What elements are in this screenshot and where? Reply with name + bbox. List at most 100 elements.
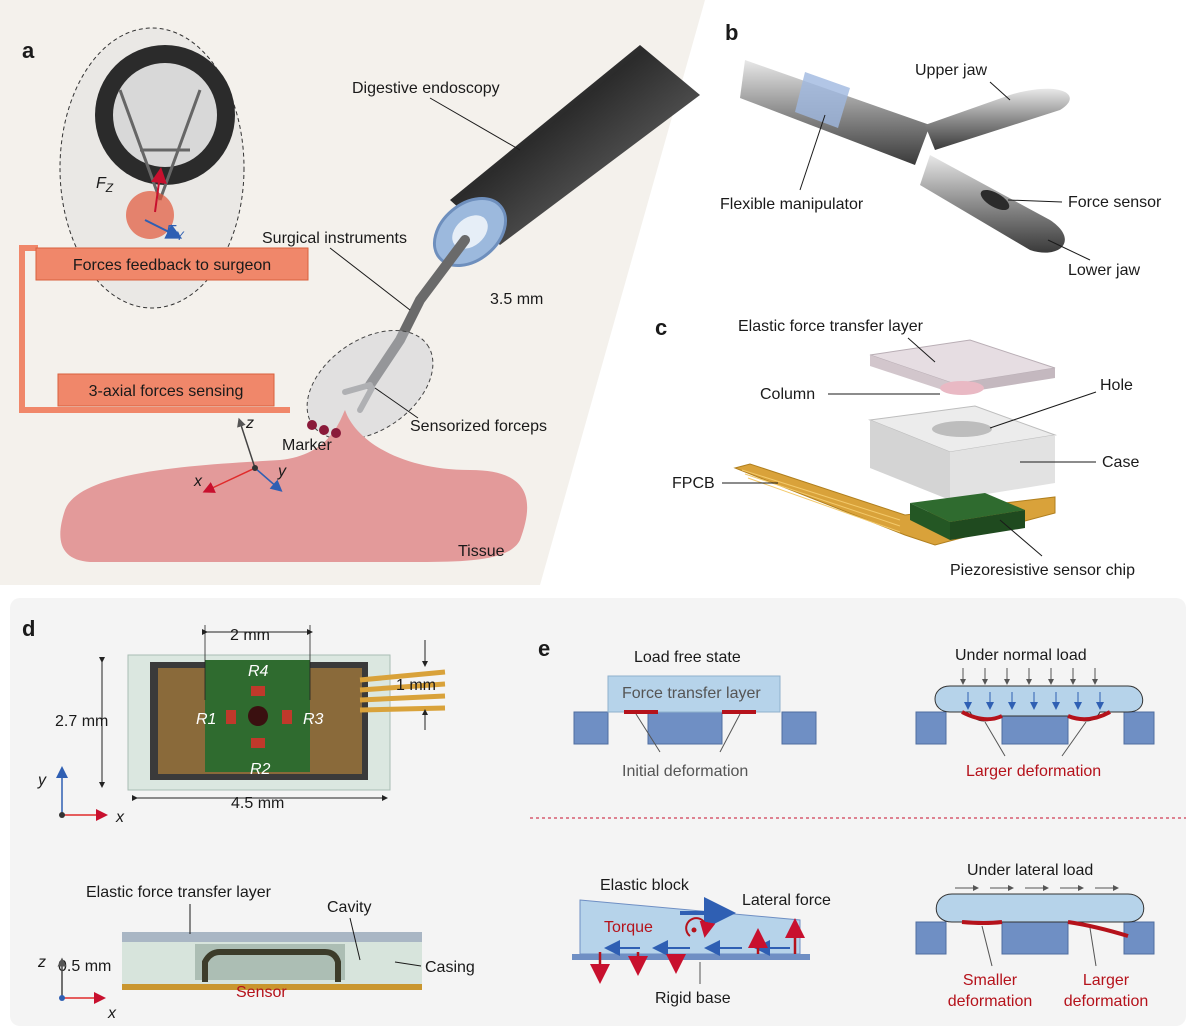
r4-label: R4 [248, 663, 269, 680]
hole-shape [932, 421, 992, 437]
lateral-load-layer [935, 893, 1145, 923]
z-axis-label: z [245, 415, 254, 432]
normal-load-center-block [1001, 711, 1069, 745]
load-free-center-block [647, 711, 723, 745]
surgical-instruments-leader [329, 247, 411, 311]
digestive-endoscopy-label: Digestive endoscopy [352, 80, 500, 97]
fy-label: FY [166, 223, 185, 243]
torque-arrow [685, 917, 716, 938]
d-x-axis-label: x [115, 809, 125, 826]
larger-deformation-label: Larger deformation [966, 763, 1101, 780]
hole-label: Hole [1100, 377, 1133, 394]
axis-origin [252, 465, 258, 471]
panel-d-letter: d [22, 616, 35, 641]
cross-section-bond-wires [202, 949, 341, 982]
force-transfer-layer-shape [607, 675, 781, 713]
force-transfer-layer-label: Force transfer layer [622, 685, 761, 702]
panel-b: b Upper jaw Flexible manipulator Force s… [720, 20, 1162, 279]
force-sensor-label: Force sensor [1068, 194, 1162, 211]
chip-label: Piezoresistive sensor chip [950, 562, 1135, 579]
forces-sensing-box [57, 373, 275, 407]
forces-sensing-label: 3-axial forces sensing [89, 383, 244, 400]
normal-load-blue-arrows [964, 692, 1104, 710]
smaller-deformation-leader [981, 925, 993, 967]
lateral-force-label: Lateral force [742, 892, 831, 909]
d-y-axis-label: y [37, 772, 47, 789]
case-front [950, 435, 1055, 500]
marker-label: Marker [282, 437, 332, 454]
forces-feedback-box [35, 247, 309, 281]
forceps-jaws [342, 382, 375, 413]
sensor-chip-center [248, 706, 268, 726]
larger-deformation-strips [961, 710, 1111, 722]
fz-arrow [151, 167, 167, 213]
panel-c-letter: c [655, 315, 667, 340]
elastic-block-label: Elastic block [600, 877, 690, 894]
hole-leader [989, 391, 1097, 429]
larger-deformation-leader-right [1061, 721, 1087, 757]
lower-jaw-label: Lower jaw [1068, 262, 1140, 279]
lead-traces [359, 669, 446, 713]
lateral-load-center-block [1001, 921, 1069, 955]
panel-d: d R4 R1 R3 R2 2 mm 2.7 mm 4.5 mm 1 mm y … [22, 616, 475, 1022]
piezoresistor-r4 [251, 686, 265, 696]
cross-section-elastic-layer [122, 932, 422, 942]
flexible-manipulator-leader [799, 114, 826, 191]
elastic-layer-leader [907, 337, 936, 363]
sensor-label: Sensor [236, 984, 287, 1001]
x-axis [202, 467, 256, 493]
marker-dot [319, 425, 329, 435]
upper-jaw-shape [925, 88, 1070, 150]
y-axis-label: y [277, 463, 287, 480]
panel-e: e Load free state Force transfer layer I… [530, 636, 1186, 1010]
normal-load-right-block [1123, 711, 1155, 745]
sensor-chip-side [910, 503, 950, 540]
normal-reaction-arrows [590, 918, 805, 984]
chip-leader [999, 519, 1043, 557]
lateral-load-left-block [915, 921, 947, 955]
r1-label: R1 [196, 711, 216, 728]
initial-deformation-left [624, 710, 658, 714]
d-z-axis-label: z [37, 954, 46, 971]
endoscope-body [450, 45, 700, 245]
haptic-handle [126, 191, 174, 239]
lower-jaw-leader [1047, 239, 1091, 261]
fz-label: FZ [96, 175, 114, 195]
d-x-axis-label-2: x [107, 1005, 117, 1022]
surgical-instrument-shaft [365, 235, 470, 390]
fpcb-label: FPCB [672, 475, 715, 492]
lateral-load-right-block [1123, 921, 1155, 955]
lateral-load-label: Under lateral load [967, 862, 1093, 879]
sensor-chip-front [950, 510, 1025, 540]
z-axis [237, 417, 256, 469]
thickness-label: 0.5 mm [58, 958, 111, 975]
panel-c: c Elastic force transfer layer Column Ho… [655, 315, 1139, 579]
normal-load-label: Under normal load [955, 647, 1087, 664]
rigid-base-shape [572, 954, 810, 960]
elastic-layer-label: Elastic force transfer layer [738, 318, 924, 335]
casing-label: Casing [425, 959, 475, 976]
column-label: Column [760, 386, 815, 403]
sensorized-forceps-leader [374, 387, 419, 419]
force-sensor-window [980, 189, 1010, 211]
piezoresistor-r1 [226, 710, 236, 724]
normal-load-left-block [915, 711, 947, 745]
larger-lateral-leader [1089, 927, 1097, 967]
casing-leader [394, 961, 422, 967]
torque-label: Torque [604, 919, 653, 936]
panel-a-letter: a [22, 38, 35, 63]
d-axis-origin [59, 812, 65, 818]
panel-a: a FZ FY Forces feedback to surgeon 3-axi… [0, 0, 705, 585]
diameter-label: 3.5 mm [490, 291, 543, 308]
load-free-label: Load free state [634, 649, 741, 666]
feedback-loop-line [19, 245, 290, 413]
lateral-deformation-strips [961, 920, 1129, 938]
height-label: 2.7 mm [55, 713, 108, 730]
piezoresistor-r3 [282, 710, 292, 724]
flexible-manipulator-label: Flexible manipulator [720, 196, 864, 213]
r3-label: R3 [303, 711, 324, 728]
lead-label: 1 mm [396, 677, 436, 694]
load-free-right-block [781, 711, 817, 745]
surgical-instruments-label: Surgical instruments [262, 230, 407, 247]
